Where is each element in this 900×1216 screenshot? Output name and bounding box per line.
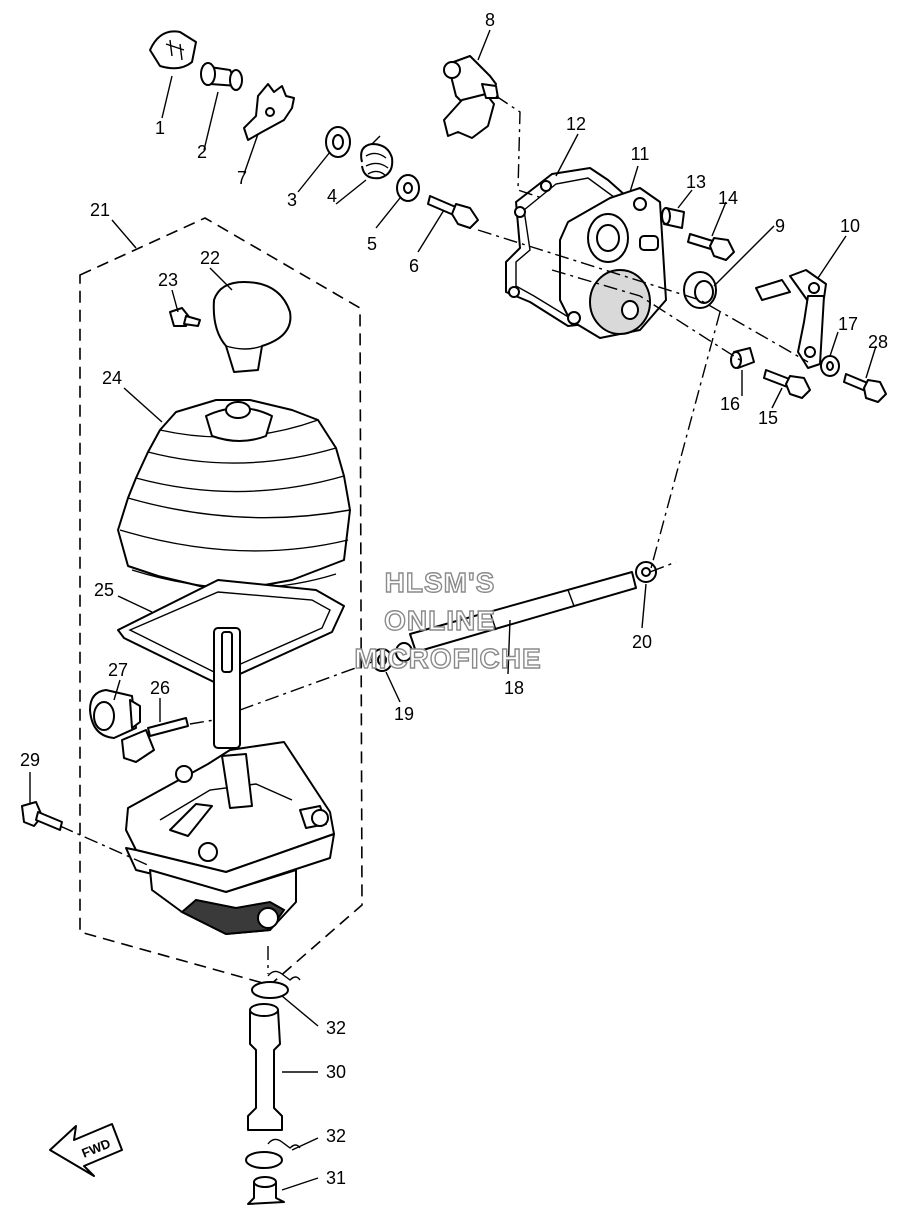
callout-1: 1 — [155, 118, 165, 138]
callout-25: 25 — [94, 580, 114, 600]
part-13-pin — [661, 207, 685, 229]
callout-23: 23 — [158, 270, 178, 290]
part-27-joint — [89, 689, 141, 739]
alignment-lines — [59, 95, 809, 974]
assembly-outline-21 — [79, 217, 363, 986]
callout-15: 15 — [758, 408, 778, 428]
callouts: 1 2 7 3 4 5 6 8 12 11 13 14 9 10 17 28 1… — [20, 10, 888, 1188]
callout-11: 11 — [631, 144, 650, 164]
callout-14: 14 — [718, 188, 738, 208]
watermark-line-2: ONLINE — [384, 605, 496, 636]
part-29-bolt — [21, 801, 63, 831]
callout-12: 12 — [566, 114, 586, 134]
part-2-bushing — [200, 62, 243, 91]
part-32-clip-lower — [245, 1138, 301, 1169]
part-20-collar — [635, 561, 657, 583]
part-10-lever — [755, 269, 827, 369]
part-19-collar — [371, 642, 413, 672]
part-6-bolt — [427, 195, 479, 229]
callout-4: 4 — [327, 186, 337, 206]
part-9-seal — [683, 271, 717, 309]
callout-26: 26 — [150, 678, 170, 698]
part-14-bolt — [687, 233, 735, 261]
callout-32-upper: 32 — [326, 1018, 346, 1038]
fwd-arrow: FWD — [49, 1123, 123, 1177]
part-26-bolt — [121, 717, 189, 763]
callout-7: 7 — [237, 168, 247, 188]
part-28-bolt — [843, 373, 887, 403]
part-4-spring — [360, 135, 394, 180]
callout-8: 8 — [485, 10, 495, 30]
part-15-bolt — [763, 369, 811, 399]
part-7-gear-segment — [243, 83, 295, 141]
callout-24: 24 — [102, 368, 122, 388]
callout-5: 5 — [367, 234, 377, 254]
part-24-boot — [117, 399, 351, 589]
callout-3: 3 — [287, 190, 297, 210]
callout-27: 27 — [108, 660, 128, 680]
callout-28: 28 — [868, 332, 888, 352]
part-22-knob — [212, 281, 292, 373]
callout-20: 20 — [632, 632, 652, 652]
callout-10: 10 — [840, 216, 860, 236]
callout-13: 13 — [686, 172, 706, 192]
part-shift-lever — [213, 627, 241, 749]
part-23-screw — [169, 307, 201, 327]
callout-17: 17 — [838, 314, 858, 334]
leader-lines — [29, 29, 877, 1191]
callout-2: 2 — [197, 142, 207, 162]
watermark-line-3: MICROFICHE — [354, 643, 541, 674]
callout-19: 19 — [394, 704, 414, 724]
callout-9: 9 — [775, 216, 785, 236]
watermark-line-1: HLSM'S — [385, 567, 496, 598]
callout-29: 29 — [20, 750, 40, 770]
part-16-collar — [730, 347, 755, 369]
part-30-rod — [247, 1003, 283, 1131]
callout-16: 16 — [720, 394, 740, 414]
part-31-bushing — [247, 1176, 285, 1205]
callout-31: 31 — [326, 1168, 346, 1188]
watermark: HLSM'S ONLINE MICROFICHE — [354, 566, 542, 674]
callout-6: 6 — [409, 256, 419, 276]
part-3-washer — [325, 126, 351, 158]
callout-22: 22 — [200, 248, 220, 268]
callout-32-lower: 32 — [326, 1126, 346, 1146]
callout-21: 21 — [90, 200, 110, 220]
part-32-clip-upper — [251, 970, 301, 999]
part-17-washer — [820, 355, 840, 377]
part-11-housing — [559, 187, 667, 339]
part-1-plate — [149, 30, 197, 70]
part-8-gear-shaft — [443, 55, 499, 139]
part-gearbox-body — [125, 741, 335, 936]
part-5-washer — [396, 174, 420, 202]
callout-18: 18 — [504, 678, 524, 698]
part-18-shaft — [409, 571, 637, 653]
callout-30: 30 — [326, 1062, 346, 1082]
